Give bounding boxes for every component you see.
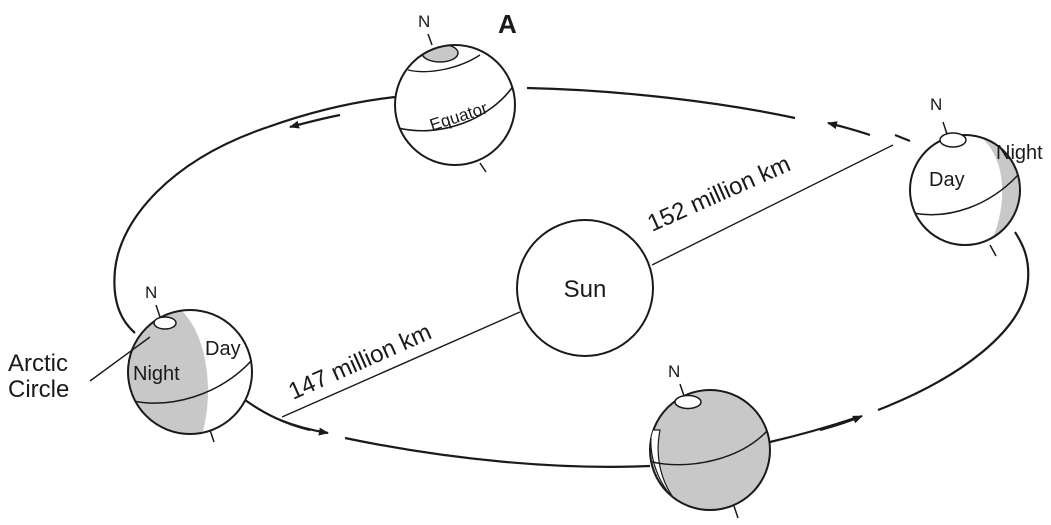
orbit-arc-right: [878, 232, 1028, 410]
earth-right-axis-north: [943, 122, 947, 134]
earth-bottom: N: [650, 362, 770, 518]
earth-top-north-label: N: [418, 12, 430, 31]
orbit-arrow-bottom-left: [280, 420, 328, 433]
earth-left-night-label: Night: [133, 363, 180, 385]
earth-left-axis-north: [156, 305, 160, 317]
distance-label-aphelion: 152 million km: [643, 150, 794, 237]
arctic-circle-label-line2: Circle: [8, 376, 69, 403]
earth-left-polar-cap: [154, 317, 176, 329]
sun-label: Sun: [564, 276, 607, 303]
orbit-arrow-bottom-right: [820, 416, 862, 430]
orbit-arc-bottom-right: [770, 418, 855, 442]
earth-right-day-label: Day: [929, 169, 965, 191]
earth-bottom-polar-cap: [675, 396, 701, 409]
earth-bottom-axis-south: [734, 506, 738, 518]
distance-label-perihelion: 147 million km: [284, 318, 435, 405]
distance-line-perihelion: [282, 312, 520, 417]
earth-bottom-axis-north: [680, 384, 684, 396]
arctic-circle-label-line1: Arctic: [8, 350, 68, 377]
orbit-arrow-top-right: [828, 123, 870, 135]
earth-bottom-north-label: N: [668, 362, 680, 381]
earth-top-axis-north: [428, 34, 432, 45]
orbit-arc-bottom-middle: [345, 438, 650, 467]
orbit-arc-top-left: [268, 97, 395, 127]
earth-right-axis-south: [990, 245, 996, 256]
earth-left-north-label: N: [145, 283, 157, 302]
orbit-arc-bottom-left: [245, 400, 310, 430]
earth-left-day-label: Day: [205, 338, 241, 360]
point-a-label: A: [498, 9, 517, 39]
earth-right-polar-cap: [940, 133, 966, 147]
earth-right-north-label: N: [930, 95, 942, 114]
earth-right-night-label: Night: [996, 142, 1043, 164]
orbit-arc-top-right: [527, 88, 795, 118]
earth-top: N Equator A: [395, 9, 530, 180]
orbit-arc-right-upper: [895, 135, 910, 141]
earth-left: N Night Day Arctic Circle: [8, 283, 252, 442]
earth-top-axis-south: [480, 163, 486, 172]
orbit-arc-left: [114, 127, 268, 333]
earth-left-axis-south: [210, 430, 214, 442]
earth-right: N Day Night: [910, 95, 1043, 256]
